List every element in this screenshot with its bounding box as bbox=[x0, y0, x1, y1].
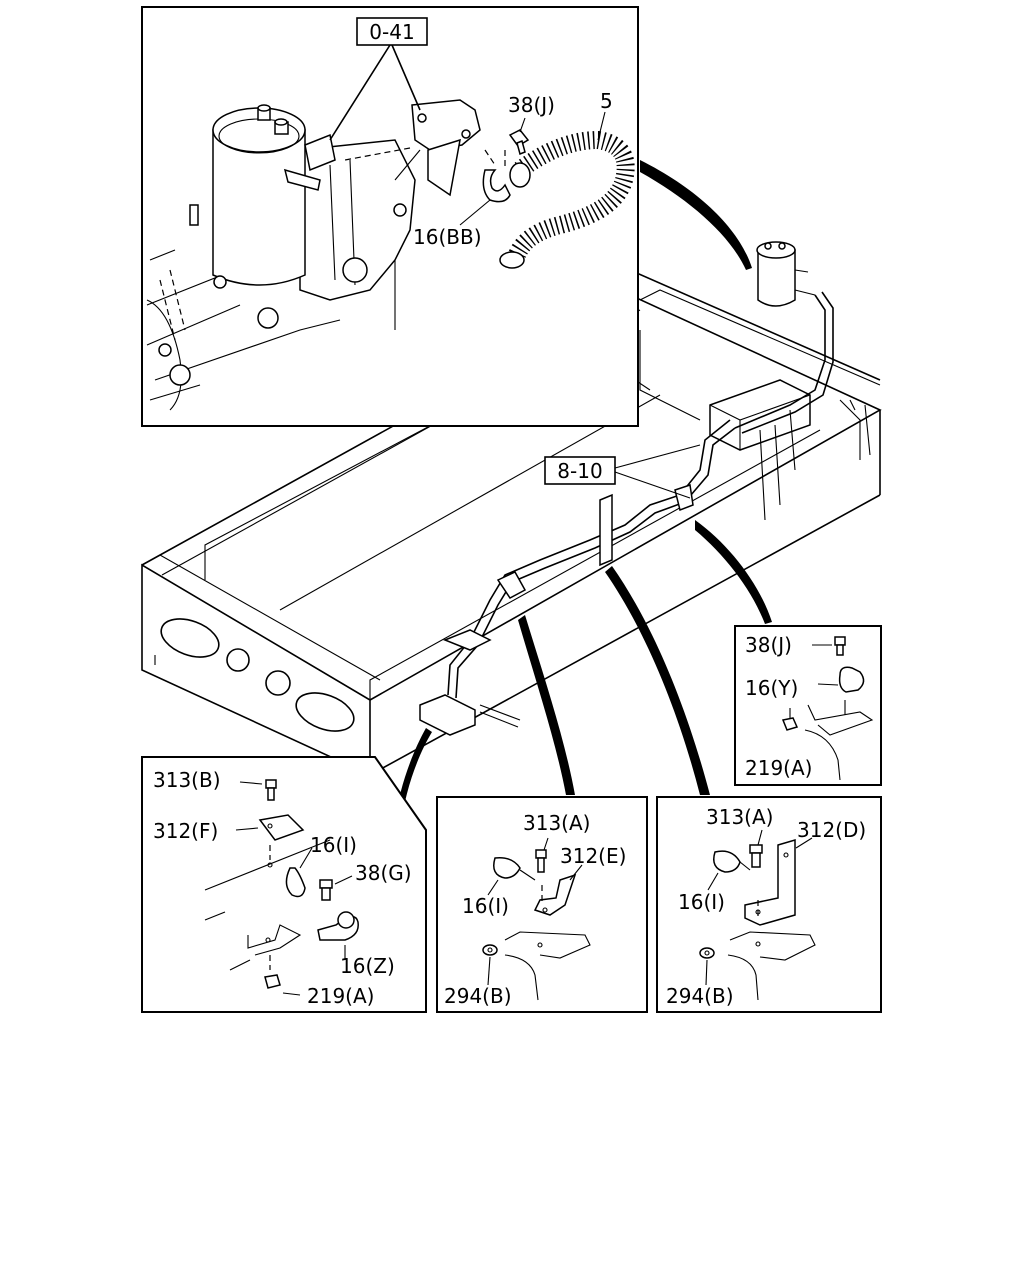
label-38g: 38(G) bbox=[355, 861, 412, 885]
callout-8-10-label: 8-10 bbox=[557, 459, 602, 483]
label-16bb: 16(BB) bbox=[413, 225, 482, 249]
callout-8-10: 8-10 bbox=[544, 456, 616, 485]
callout-0-41-label: 0-41 bbox=[369, 20, 414, 44]
label-38j-right: 38(J) bbox=[745, 633, 792, 657]
leader-wedge-right bbox=[695, 520, 772, 624]
label-219a-left: 219(A) bbox=[307, 984, 374, 1008]
label-16i-right: 16(I) bbox=[678, 890, 725, 914]
label-5: 5 bbox=[600, 89, 613, 113]
bottom-right-detail-panel: 313(A) 312(D) 16(I) 294(B) bbox=[656, 796, 882, 1013]
label-312e: 312(E) bbox=[560, 844, 626, 868]
label-312d: 312(D) bbox=[797, 818, 866, 842]
label-38j-top: 38(J) bbox=[508, 93, 555, 117]
leader-wedge-mid bbox=[518, 615, 575, 795]
leader-wedge-mid-right bbox=[605, 566, 710, 795]
frame-rail-illustration bbox=[141, 269, 882, 777]
label-219a-right: 219(A) bbox=[745, 756, 812, 780]
label-313a-right: 313(A) bbox=[706, 805, 773, 829]
label-313b: 313(B) bbox=[153, 768, 221, 792]
label-16i-left: 16(I) bbox=[310, 833, 357, 857]
label-16z: 16(Z) bbox=[340, 954, 395, 978]
label-16y: 16(Y) bbox=[745, 676, 798, 700]
right-detail-panel: 38(J) 16(Y) 219(A) bbox=[734, 625, 882, 786]
callout-0-41: 0-41 bbox=[356, 17, 428, 46]
top-detail-panel bbox=[141, 6, 639, 427]
bottom-mid-detail-panel: 313(A) 312(E) 16(I) 294(B) bbox=[436, 796, 648, 1013]
label-294b-right: 294(B) bbox=[666, 984, 734, 1008]
label-294b-mid: 294(B) bbox=[444, 984, 512, 1008]
leader-wedge-top bbox=[640, 160, 752, 270]
leader-8-10 bbox=[614, 444, 701, 499]
wiring-harness bbox=[419, 291, 834, 736]
bottom-left-detail-panel: 313(B) 312(F) 16(I) 38(G) 16(Z) 219(A) bbox=[141, 756, 427, 1013]
filter-unit-small bbox=[756, 241, 816, 307]
label-312f: 312(F) bbox=[153, 819, 218, 843]
label-313a-mid: 313(A) bbox=[523, 811, 590, 835]
label-16i-mid: 16(I) bbox=[462, 894, 509, 918]
